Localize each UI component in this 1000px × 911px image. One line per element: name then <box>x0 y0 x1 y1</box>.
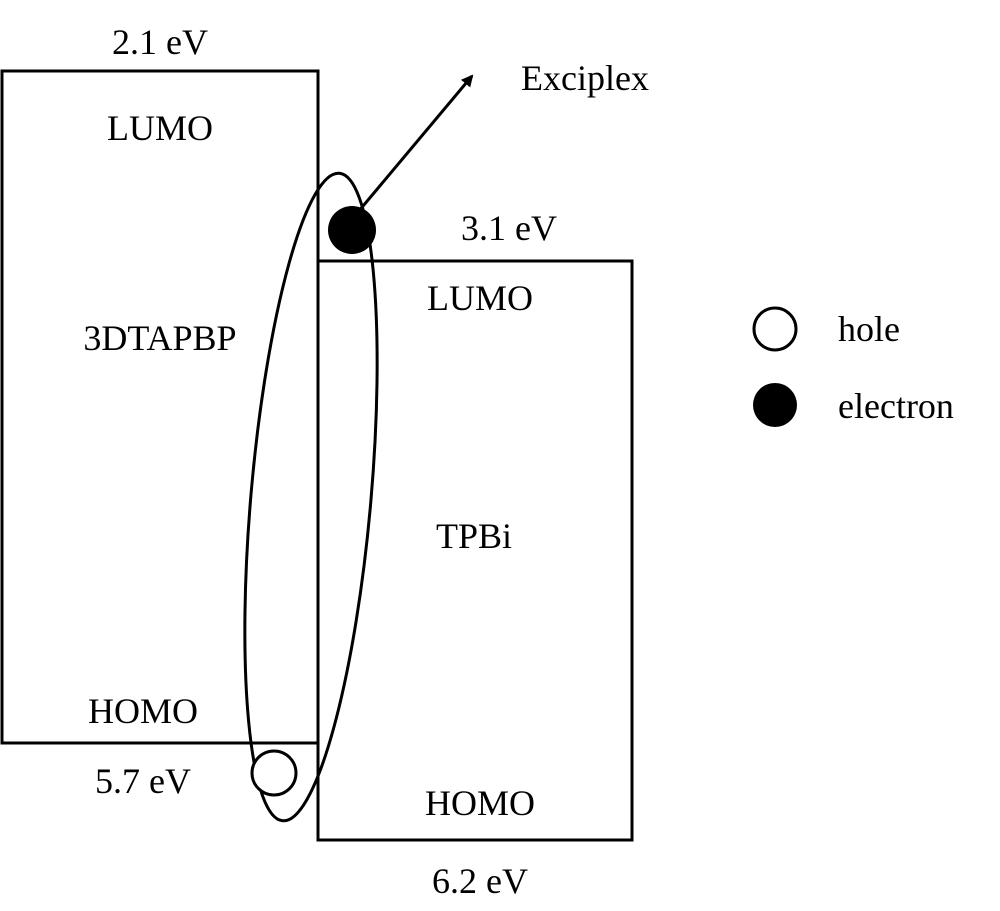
legend-electron-icon <box>753 383 797 427</box>
right-homo-label: HOMO <box>425 783 535 823</box>
legend-electron-label: electron <box>838 386 954 426</box>
left-material-box <box>0 69 320 745</box>
right-lumo-energy: 3.1 eV <box>461 208 557 248</box>
left-lumo-label: LUMO <box>107 108 213 148</box>
left-homo-energy: 5.7 eV <box>95 761 191 801</box>
electron-marker <box>328 206 376 254</box>
right-homo-energy: 6.2 eV <box>432 861 528 901</box>
right-material-box <box>316 259 634 842</box>
left-material-name: 3DTAPBP <box>83 318 236 358</box>
right-lumo-label: LUMO <box>427 278 533 318</box>
right-material-name: TPBi <box>436 516 512 556</box>
exciplex-arrow <box>356 74 474 213</box>
hole-marker <box>250 749 298 797</box>
left-lumo-energy: 2.1 eV <box>112 22 208 62</box>
exciplex-label: Exciplex <box>521 58 649 98</box>
legend: hole electron <box>752 306 954 427</box>
legend-hole-icon <box>752 306 798 352</box>
exciplex-ellipse <box>243 171 379 823</box>
legend-hole-label: hole <box>838 309 900 349</box>
left-homo-label: HOMO <box>88 691 198 731</box>
